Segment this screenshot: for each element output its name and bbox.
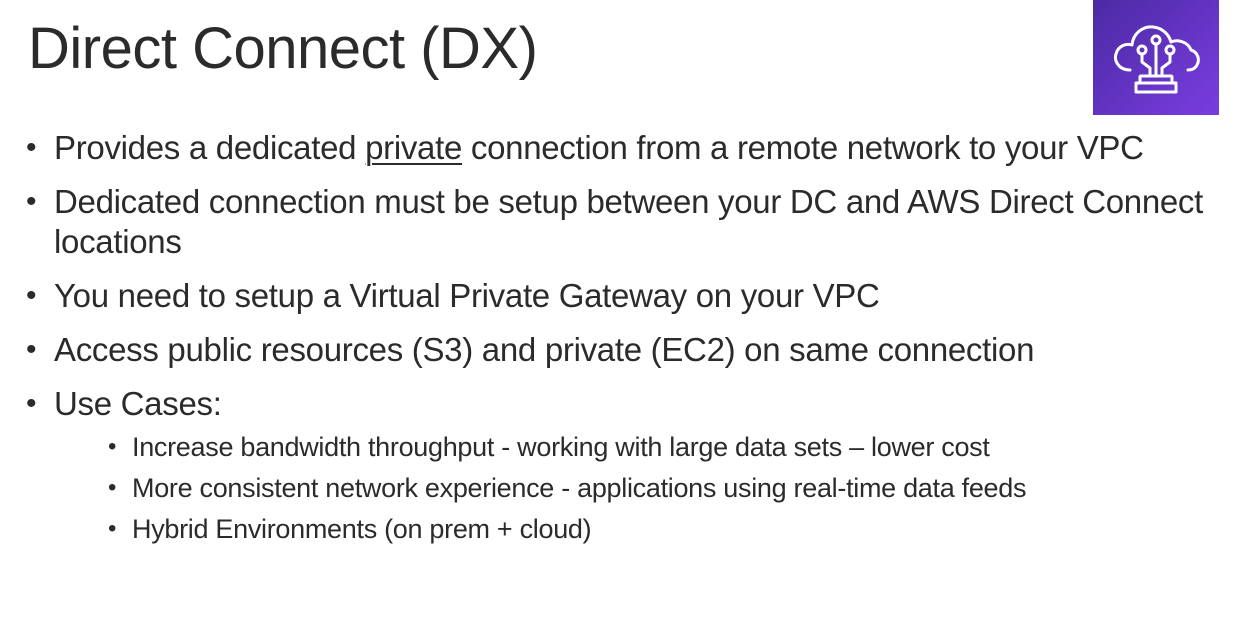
sub-bullet-item: More consistent network experience - app… [108, 471, 1236, 505]
bullet-item: You need to setup a Virtual Private Gate… [26, 276, 1236, 316]
sub-bullet-list: Increase bandwidth throughput - working … [54, 430, 1236, 546]
sub-bullet-item: Hybrid Environments (on prem + cloud) [108, 512, 1236, 546]
bullet-item: Dedicated connection must be setup betwe… [26, 182, 1236, 262]
bullet-text-prefix: Provides a dedicated [54, 129, 366, 166]
use-cases-heading: Use Cases: [54, 385, 222, 422]
bullet-item: Provides a dedicated private connection … [26, 128, 1236, 168]
bullet-list: Provides a dedicated private connection … [26, 128, 1236, 560]
direct-connect-cloud-icon [1093, 0, 1219, 115]
bullet-item-use-cases: Use Cases: Increase bandwidth throughput… [26, 384, 1236, 546]
bullet-text-suffix: connection from a remote network to your… [462, 129, 1144, 166]
bullet-emphasis-private: private [365, 129, 463, 166]
sub-bullet-item: Increase bandwidth throughput - working … [108, 430, 1236, 464]
bullet-item: Access public resources (S3) and private… [26, 330, 1236, 370]
slide-title: Direct Connect (DX) [28, 16, 538, 81]
